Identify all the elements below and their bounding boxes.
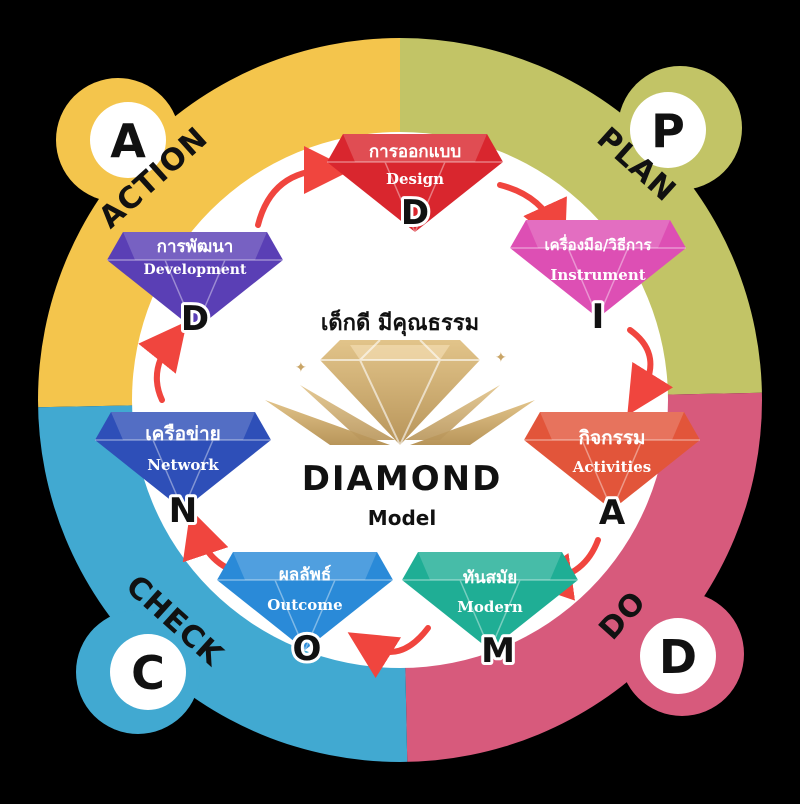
gem-letter: D bbox=[401, 193, 429, 233]
gem-english-label: Development bbox=[144, 262, 247, 278]
gem-lines bbox=[217, 579, 393, 652]
diamond-lines bbox=[320, 339, 480, 446]
gem-english-label: Design bbox=[386, 170, 444, 188]
gem-shape bbox=[107, 232, 283, 330]
gem-activities: กิจกรรม Activities A bbox=[524, 412, 700, 536]
gem-design: การออกแบบ Design D bbox=[327, 134, 503, 236]
badge-circle bbox=[110, 634, 186, 710]
gem-lines bbox=[524, 439, 700, 512]
gem-thai-label: การออกแบบ bbox=[369, 142, 461, 162]
gem-thai-label: เครือข่าย bbox=[145, 423, 221, 445]
gem-facet bbox=[343, 134, 487, 162]
badge-circle bbox=[630, 92, 706, 168]
gem-letter: N bbox=[169, 491, 197, 531]
gem-lines bbox=[327, 161, 503, 234]
gem-english-label: Outcome bbox=[267, 596, 342, 614]
gem-facet bbox=[111, 412, 255, 440]
gem-thai-label: กิจกรรม bbox=[578, 427, 645, 449]
sparkle-icon: ✦ bbox=[495, 350, 507, 366]
phase-letter-action: A bbox=[110, 114, 146, 168]
gem-english-label: Network bbox=[147, 456, 219, 474]
ray-left-icon bbox=[300, 385, 395, 440]
center-subtitle: Model bbox=[368, 506, 436, 530]
gem-development: การพัฒนา Development D bbox=[107, 232, 283, 342]
gem-lines bbox=[95, 439, 271, 512]
arrow-development-to-design bbox=[255, 146, 352, 228]
gem-english-label: Activities bbox=[572, 458, 651, 476]
badge-action: A bbox=[90, 102, 166, 178]
arrow-network-to-development bbox=[138, 321, 187, 403]
gem-shape bbox=[95, 412, 271, 510]
gem-shape bbox=[510, 220, 686, 318]
gem-outcome: ผลลัพธ์ Outcome O bbox=[217, 552, 393, 672]
gem-shape bbox=[524, 412, 700, 510]
gem-facet bbox=[526, 220, 670, 248]
gold-diamond-icon bbox=[320, 340, 480, 445]
diamond-facet bbox=[350, 345, 450, 360]
gem-shape bbox=[327, 134, 503, 232]
gem-instrument: เครื่องมือ/วิธีการ Instrument I bbox=[510, 220, 686, 340]
gem-lines bbox=[510, 247, 686, 320]
arrow-instrument-to-activities bbox=[627, 327, 674, 416]
gem-english-label: Instrument bbox=[550, 266, 645, 284]
badge-plan: P bbox=[630, 92, 706, 168]
ray-right-icon bbox=[405, 385, 500, 440]
gem-thai-label: เครื่องมือ/วิธีการ bbox=[544, 234, 652, 254]
gem-lines bbox=[402, 579, 578, 652]
gem-shape bbox=[217, 552, 393, 650]
gem-facet bbox=[418, 552, 562, 580]
badge-circle bbox=[90, 102, 166, 178]
phase-letter-plan: P bbox=[651, 104, 685, 158]
gem-letter: A bbox=[599, 493, 626, 533]
gem-english-label: Modern bbox=[457, 598, 523, 616]
gem-thai-label: ผลลัพธ์ bbox=[279, 564, 331, 585]
tagline: เด็กดี มีคุณธรรม bbox=[321, 308, 479, 337]
gem-thai-label: การพัฒนา bbox=[157, 237, 234, 257]
gem-thai-label: ทันสมัย bbox=[463, 568, 517, 588]
gem-letter: I bbox=[592, 297, 605, 337]
phase-letter-do: D bbox=[659, 630, 697, 684]
gem-letter: D bbox=[181, 299, 209, 339]
badge-check: C bbox=[110, 634, 186, 710]
gem-modern: ทันสมัย Modern M bbox=[402, 552, 578, 674]
phase-letter-check: C bbox=[131, 646, 165, 700]
sparkle-icon: ✦ bbox=[295, 360, 307, 376]
gem-letter: M bbox=[481, 631, 515, 671]
gem-facet bbox=[540, 412, 684, 440]
center-logo: เด็กดี มีคุณธรรม ✦ ✦ DIAMOND Model bbox=[265, 308, 535, 530]
gem-lines bbox=[107, 259, 283, 332]
badge-circle bbox=[640, 618, 716, 694]
gem-shape bbox=[402, 552, 578, 650]
gem-network: เครือข่าย Network N bbox=[95, 412, 271, 534]
gem-facet bbox=[233, 552, 377, 580]
gem-facet bbox=[123, 232, 267, 260]
badge-do: D bbox=[640, 618, 716, 694]
arrow-modern-to-outcome bbox=[347, 625, 431, 679]
gem-letter: O bbox=[293, 629, 322, 669]
center-title: DIAMOND bbox=[302, 459, 503, 499]
